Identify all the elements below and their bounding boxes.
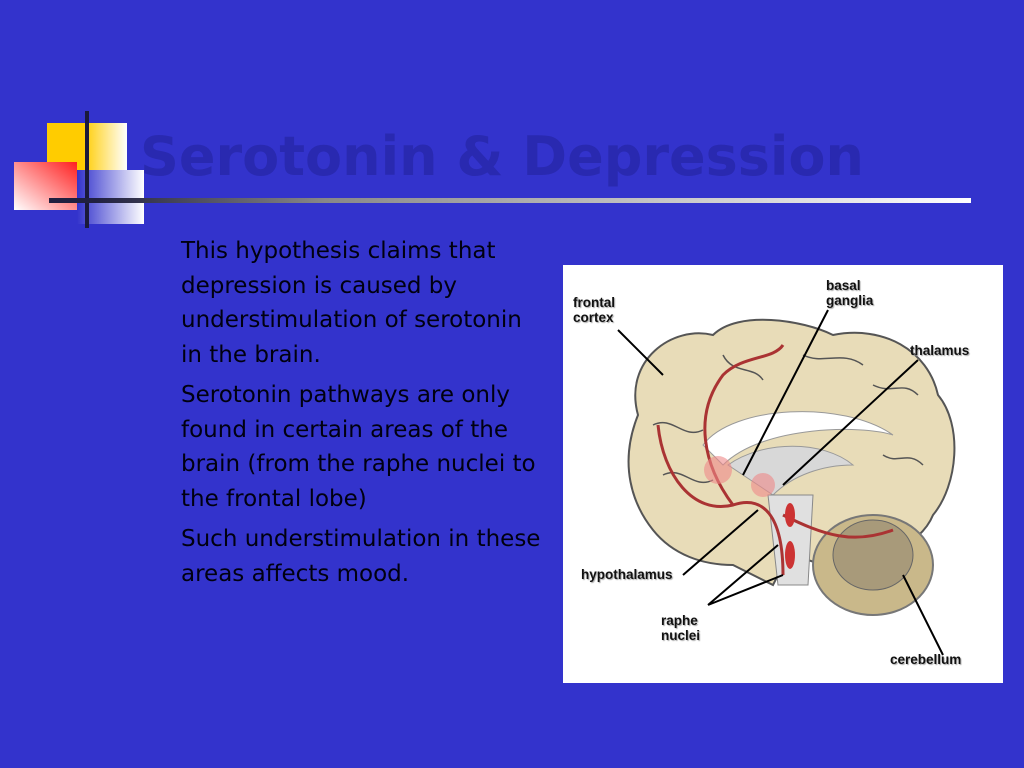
decor-vertical-line xyxy=(85,111,89,228)
bullet-list: This hypothesis claims that depression i… xyxy=(181,234,546,597)
title-underline xyxy=(49,198,971,203)
bullet-item: Serotonin pathways are only found in cer… xyxy=(181,382,536,512)
label-text: nuclei xyxy=(661,628,701,643)
label-text: raphe xyxy=(661,613,698,628)
label-text: ganglia xyxy=(826,293,874,308)
label-hypothalamus: hypothalamus xyxy=(581,567,673,582)
label-cerebellum: cerebellum xyxy=(890,652,962,667)
bullet-item: Such understimulation in these areas aff… xyxy=(181,526,541,587)
label-raphe-nuclei: raphe nuclei xyxy=(661,613,700,643)
brain-illustration xyxy=(617,309,956,656)
label-text: frontal xyxy=(573,295,615,310)
label-text: cortex xyxy=(573,310,614,325)
label-frontal-cortex: frontal cortex xyxy=(573,295,615,325)
slide-title: Serotonin & Depression xyxy=(140,125,864,188)
bullet-item: This hypothesis claims that depression i… xyxy=(181,238,522,368)
label-text: basal xyxy=(826,278,861,293)
label-basal-ganglia: basal ganglia xyxy=(826,278,873,308)
label-thalamus: thalamus xyxy=(910,343,970,358)
brain-diagram: frontal cortex basal ganglia thalamus hy… xyxy=(563,265,1003,683)
